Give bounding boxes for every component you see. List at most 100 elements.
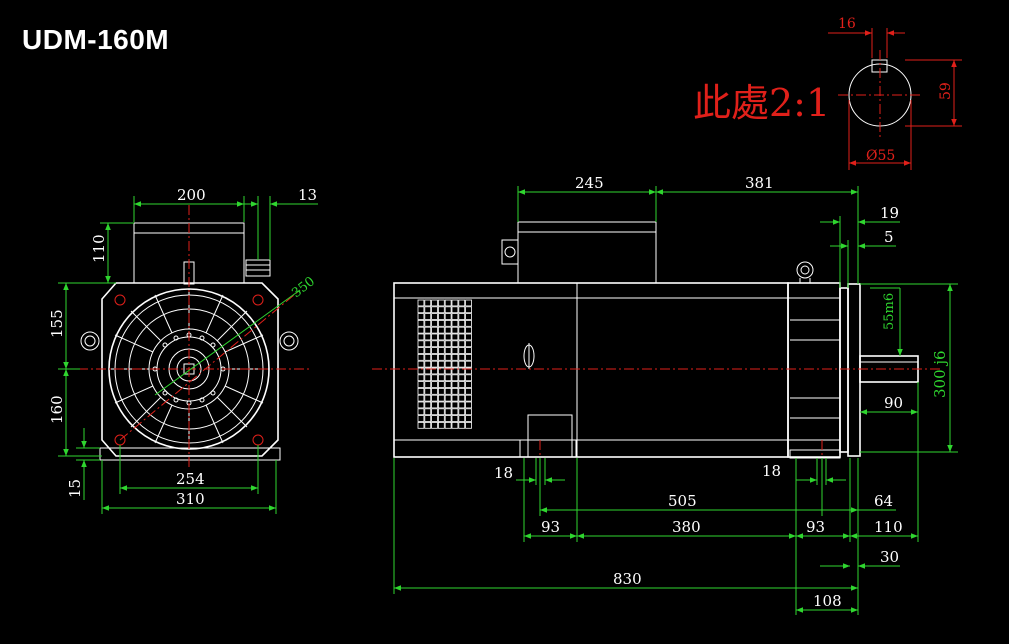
- grille-cell: [431, 415, 438, 422]
- drawing-title: UDM-160M: [22, 24, 170, 55]
- grille-cell: [444, 360, 452, 368]
- grille-cell: [417, 408, 425, 416]
- grille-cell: [417, 326, 425, 334]
- grille-cell: [424, 415, 432, 422]
- grille-cell: [431, 353, 438, 361]
- grille-cell: [424, 353, 432, 361]
- grille-cell: [458, 347, 466, 354]
- grille-cell: [431, 401, 438, 409]
- grille-cell: [431, 299, 438, 307]
- grille-cell: [451, 415, 459, 422]
- grille-cell: [431, 326, 438, 334]
- grille-cell: [451, 374, 459, 382]
- grille-cell: [424, 340, 432, 348]
- grille-cell: [424, 381, 432, 388]
- front-foot: [99, 447, 281, 461]
- grille-cell: [424, 408, 432, 416]
- side-flange-plate: [847, 283, 861, 457]
- grille-cell: [444, 333, 452, 341]
- grille-cell: [458, 333, 466, 341]
- grille-cell: [437, 408, 445, 416]
- grille-cell: [437, 313, 445, 320]
- key-width-label: 16: [838, 16, 856, 32]
- grille-cell: [444, 381, 452, 388]
- grille-cell: [444, 401, 452, 409]
- grille-cell: [465, 306, 472, 314]
- grille-cell: [465, 347, 472, 354]
- grille-cell: [431, 313, 438, 320]
- grille-cell: [417, 381, 425, 388]
- front-upper-height-label: 155: [48, 309, 66, 338]
- grille-cell: [437, 340, 445, 348]
- grille-cell: [424, 367, 432, 375]
- side-overall-length-label: 830: [613, 570, 642, 588]
- grille-cell: [417, 394, 425, 402]
- grille-cell: [465, 367, 472, 375]
- side-shaft-fit-label: 55m6: [882, 293, 897, 330]
- grille-cell: [431, 367, 438, 375]
- side-flange-to-end-label: 64: [874, 492, 893, 510]
- grille-cell: [424, 319, 432, 327]
- grille-cell: [424, 401, 432, 409]
- scale-note: 此處2:1: [693, 81, 831, 125]
- grille-cell: [465, 319, 472, 327]
- grille-cell: [451, 347, 459, 354]
- grille-cell: [431, 306, 438, 314]
- grille-cell: [458, 319, 466, 327]
- grille-cell: [465, 333, 472, 341]
- shaft-detail: 16 59 Ø55: [828, 16, 962, 170]
- grille-cell: [437, 360, 445, 368]
- grille-cell: [431, 421, 438, 429]
- grille-cell: [451, 401, 459, 409]
- grille-cell: [417, 299, 425, 307]
- grille-cell: [451, 381, 459, 388]
- grille-cell: [417, 421, 425, 429]
- grille-cell: [465, 353, 472, 361]
- grille-cell: [437, 374, 445, 382]
- grille-cell: [458, 394, 466, 402]
- grille-cell: [444, 387, 452, 395]
- grille-cell: [417, 415, 425, 422]
- grille-cell: [444, 313, 452, 320]
- grille-cell: [437, 401, 445, 409]
- grille-cell: [417, 333, 425, 341]
- side-foot-left-label: 93: [541, 518, 560, 536]
- front-box-offset-label: 13: [298, 186, 317, 204]
- grille-cell: [451, 319, 459, 327]
- grille-cell: [458, 313, 466, 320]
- grille-cell: [437, 353, 445, 361]
- grille-cell: [451, 299, 459, 307]
- grille-cell: [465, 340, 472, 348]
- front-pcd-label: 350: [289, 274, 318, 301]
- front-body-outline: [101, 282, 279, 457]
- grille-cell: [465, 394, 472, 402]
- side-flange-thk-label: 5: [884, 228, 894, 246]
- side-foot-between-label: 380: [672, 518, 701, 536]
- grille-cell: [458, 415, 466, 422]
- grille-cell: [444, 326, 452, 334]
- grille-cell: [458, 306, 466, 314]
- grille-cell: [424, 326, 432, 334]
- side-terminal-box: [517, 221, 657, 284]
- grille-cell: [451, 353, 459, 361]
- grille-cell: [417, 319, 425, 327]
- grille-cell: [458, 408, 466, 416]
- grille-cell: [417, 360, 425, 368]
- grille-cell: [437, 306, 445, 314]
- grille-cell: [451, 421, 459, 429]
- grille-cell: [431, 347, 438, 354]
- grille-cell: [431, 408, 438, 416]
- grille-cell: [431, 319, 438, 327]
- grille-cell: [444, 353, 452, 361]
- grille-cell: [458, 326, 466, 334]
- side-box-to-flange-label: 381: [745, 174, 774, 192]
- grille-cell: [451, 326, 459, 334]
- front-bolt-spacing-label: 254: [176, 470, 205, 488]
- side-foot-slot-left-label: 18: [494, 464, 513, 482]
- grille-cell: [437, 319, 445, 327]
- grille-cell: [465, 360, 472, 368]
- grille-cell: [431, 374, 438, 382]
- grille-cell: [431, 360, 438, 368]
- grille-cell: [451, 408, 459, 416]
